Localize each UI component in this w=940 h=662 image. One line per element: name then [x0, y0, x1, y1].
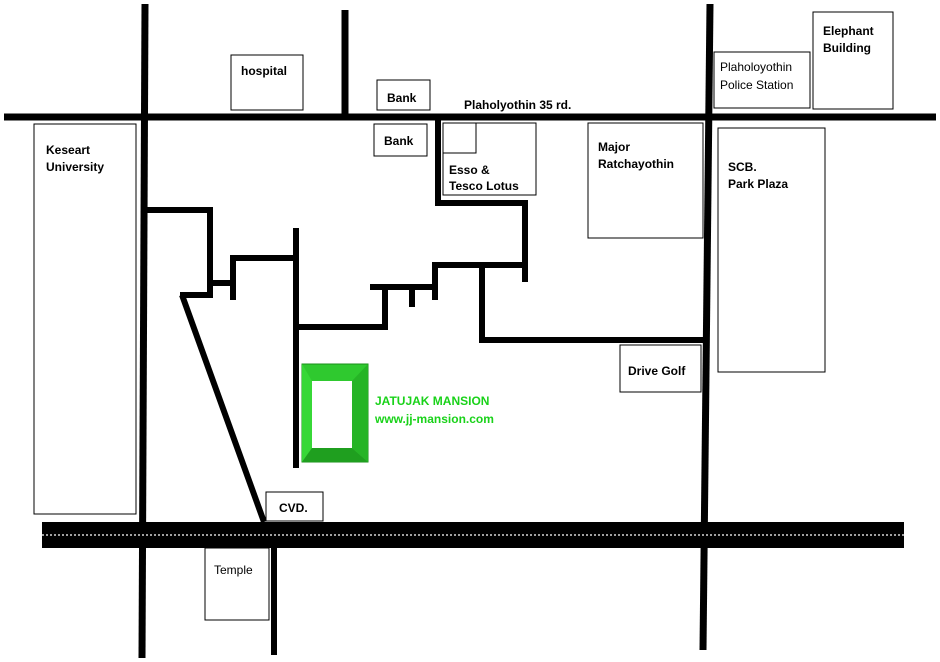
- jatujak-mansion-building: [301, 363, 369, 463]
- cvd-box: CVD.: [265, 491, 324, 522]
- elephant-label-line2: Building: [823, 41, 871, 55]
- drive-golf-box: Drive Golf: [619, 344, 702, 393]
- road-right-vertical: [699, 3, 714, 651]
- esso-label-line1: Esso &: [449, 163, 490, 177]
- road-left-vertical: [138, 3, 149, 659]
- elephant-label-line1: Elephant: [823, 24, 874, 38]
- highway: [42, 522, 904, 548]
- major-label-line2: Ratchayothin: [598, 157, 674, 171]
- bank-bottom-box: Bank: [373, 123, 428, 157]
- temple-label: Temple: [214, 563, 253, 577]
- scb-label-line2: Park Plaza: [728, 177, 788, 191]
- bank-top-box: Bank: [376, 79, 431, 111]
- cvd-label: CVD.: [279, 501, 308, 515]
- soi-esso-loop: [435, 117, 528, 282]
- hospital-box: hospital: [230, 54, 304, 111]
- keseart-university-box: Keseart University: [33, 123, 137, 515]
- major-label-line1: Major: [598, 140, 630, 154]
- temple-box: Temple: [204, 547, 270, 621]
- drive-golf-label: Drive Golf: [628, 364, 686, 378]
- bank-top-label: Bank: [387, 91, 417, 105]
- esso-tesco-box: Esso & Tesco Lotus: [442, 122, 537, 196]
- elephant-building-box: Elephant Building: [812, 11, 894, 110]
- scb-park-plaza-box: SCB. Park Plaza: [717, 127, 826, 373]
- esso-label-line2: Tesco Lotus: [449, 179, 519, 193]
- mansion-name-label: JATUJAK MANSION: [375, 394, 489, 408]
- road-name-label: Plaholyothin 35 rd.: [464, 98, 571, 112]
- keseart-label-line2: University: [46, 160, 104, 174]
- major-ratchayothin-box: Major Ratchayothin: [587, 122, 704, 239]
- soi-left-2: [210, 255, 296, 286]
- mansion-url-label: www.jj-mansion.com: [374, 412, 494, 426]
- soi-drive-golf: [479, 265, 707, 343]
- soi-left: [142, 207, 213, 298]
- road-diagonal: [179, 293, 267, 524]
- keseart-label-line1: Keseart: [46, 143, 90, 157]
- police-station-box: Plaholoyothin Police Station: [713, 51, 811, 109]
- small-streets: [142, 117, 707, 524]
- bank-bottom-label: Bank: [384, 134, 414, 148]
- police-label-line1: Plaholoyothin: [720, 60, 792, 74]
- hospital-label: hospital: [241, 64, 287, 78]
- police-label-line2: Police Station: [720, 78, 793, 92]
- scb-label-line1: SCB.: [728, 160, 757, 174]
